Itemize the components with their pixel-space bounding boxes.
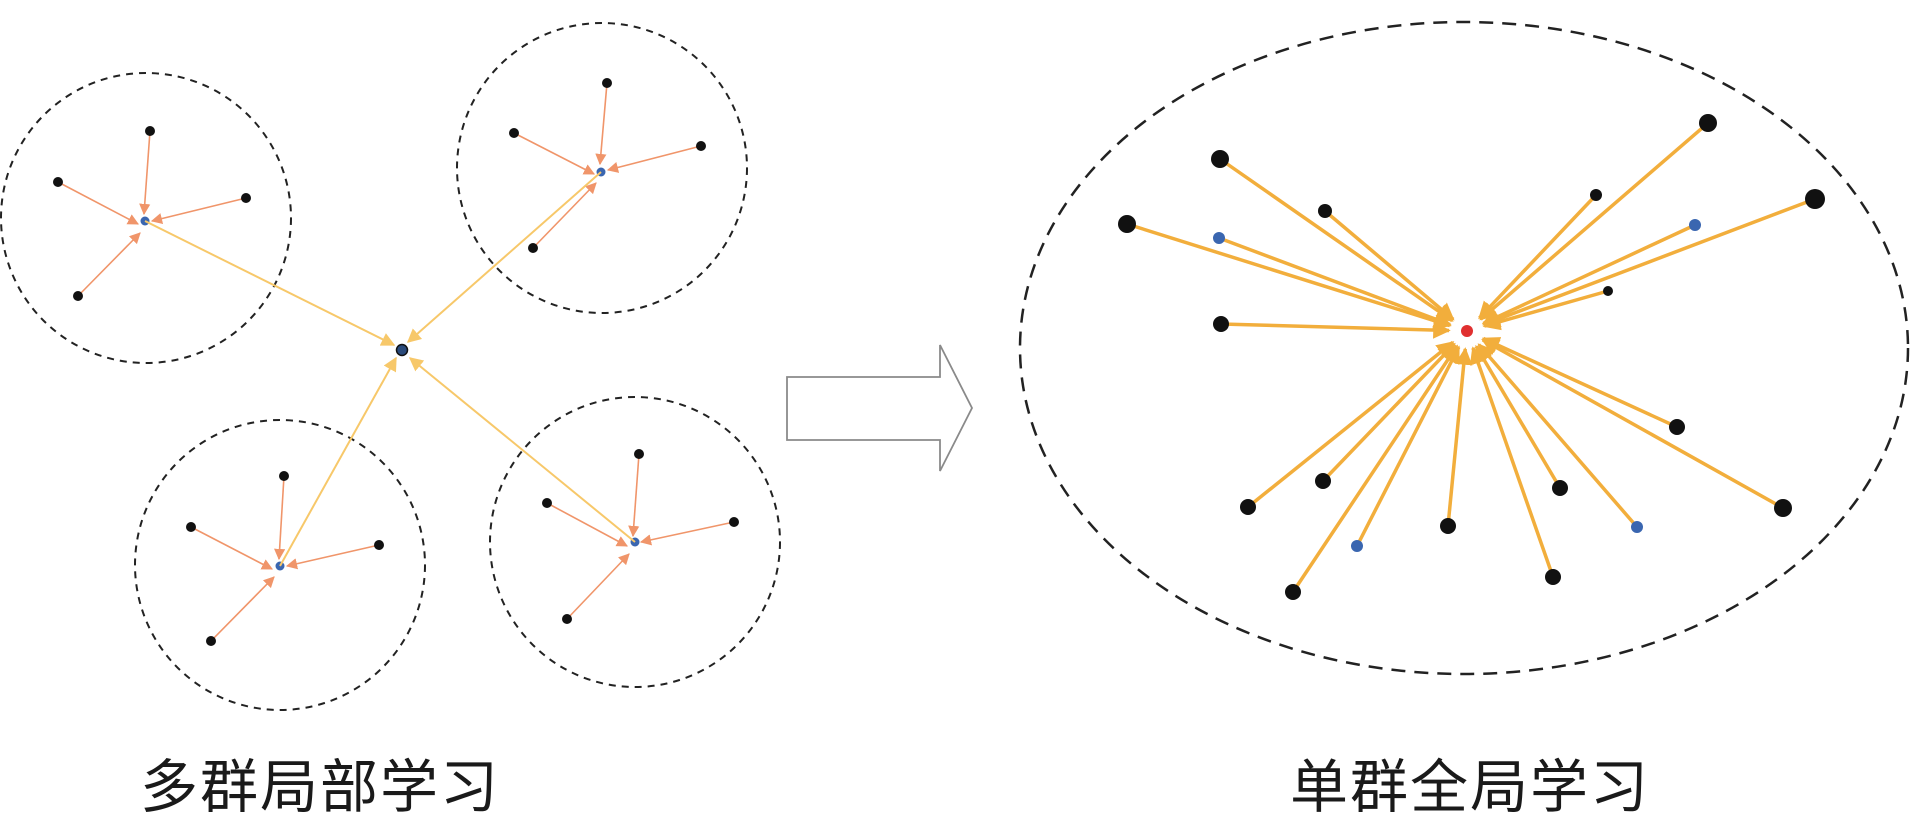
global-arrow (1478, 193, 1598, 320)
global-arrow (1477, 343, 1639, 529)
particle-node (1590, 189, 1602, 201)
particle-node (279, 471, 289, 481)
particle-node (145, 126, 155, 136)
particle-node (1699, 114, 1717, 132)
local-arrow (77, 232, 141, 297)
single-swarm-caption: 单群全局学习 (1289, 753, 1650, 821)
global-arrow (1355, 345, 1461, 547)
particle-node (634, 449, 644, 459)
local-best-node (1213, 232, 1225, 244)
local-best-node (1689, 219, 1701, 231)
local-arrow (285, 544, 380, 570)
particle-node (1552, 480, 1568, 496)
global-arrow (1220, 321, 1451, 339)
global-arrow (1474, 344, 1562, 489)
particle-node (186, 522, 196, 532)
particle-node (1315, 473, 1331, 489)
swarm-boundary (456, 22, 748, 314)
global-arrow (1482, 197, 1816, 328)
local-arrow (150, 197, 247, 225)
local-arrow (628, 453, 640, 538)
particle-node (1805, 189, 1825, 209)
local-arrow (274, 475, 286, 561)
particle-node (206, 636, 216, 646)
global-arrow (1481, 336, 1678, 429)
particle-node (1240, 499, 1256, 515)
global-arrow (144, 220, 396, 346)
particle-node (509, 128, 519, 138)
particle-node (729, 517, 739, 527)
transition-arrow (786, 344, 974, 472)
particle-node (374, 540, 384, 550)
global-arrow (1323, 209, 1455, 321)
global-arrow (408, 357, 636, 543)
particle-node (1318, 204, 1332, 218)
local-arrow (566, 553, 630, 620)
particle-node (1213, 316, 1229, 332)
global-arrow (279, 356, 397, 567)
global-arrow (1126, 222, 1452, 330)
local-arrow (606, 145, 702, 173)
global-arrow (1481, 223, 1696, 325)
local-arrow (513, 132, 595, 175)
particle-node (542, 498, 552, 508)
local-best-node (1631, 521, 1643, 533)
global-arrow (1481, 338, 1784, 510)
swarm-cluster-2 (456, 22, 748, 314)
single-swarm-nodes (1118, 114, 1825, 600)
particle-node (73, 291, 83, 301)
local-arrow (546, 502, 628, 547)
particle-node (1118, 215, 1136, 233)
particle-node (1545, 569, 1561, 585)
swarm-boundary (489, 396, 781, 688)
particle-node (1440, 518, 1456, 534)
global-arrow (1479, 121, 1710, 321)
particle-node (528, 243, 538, 253)
local-arrow (210, 576, 275, 642)
global-arrow (1321, 342, 1456, 483)
local-arrow (57, 181, 139, 225)
particle-node (241, 193, 251, 203)
particle-node (1603, 286, 1613, 296)
global-arrow (1446, 347, 1473, 527)
local-arrow (595, 82, 608, 166)
global-arrows (144, 171, 636, 567)
global-arrow (406, 171, 602, 343)
swarm-boundary (1018, 20, 1910, 676)
multi-swarm-caption: 多群局部学习 (139, 753, 500, 821)
local-arrow (139, 130, 151, 216)
global-arrow (1291, 344, 1459, 593)
swarm-boundary (0, 72, 292, 364)
particle-node (1285, 584, 1301, 600)
particle-node (696, 141, 706, 151)
global-arrow (1218, 157, 1454, 323)
single-swarm-arrows (1126, 121, 1816, 593)
particle-node (562, 614, 572, 624)
global-arrow (1218, 236, 1452, 328)
particle-node (1211, 150, 1229, 168)
swarm-boundary (134, 419, 426, 711)
local-arrow (532, 182, 597, 249)
global-arrow (1482, 289, 1609, 331)
single-swarm-panel (1018, 20, 1910, 676)
particle-node (602, 78, 612, 88)
swarm-cluster-1 (0, 72, 292, 364)
multi-swarm-panel (0, 22, 781, 711)
global-best-node (395, 343, 409, 357)
global-arrow (1246, 340, 1455, 509)
particle-node (1669, 419, 1685, 435)
local-arrow (639, 521, 735, 546)
local-arrow (190, 526, 273, 570)
particle-node (53, 177, 63, 187)
global-best-node (1461, 325, 1473, 337)
global-arrow (1469, 346, 1555, 578)
swarm-cluster-3 (134, 419, 426, 711)
particle-node (1774, 499, 1792, 517)
local-best-node (1351, 540, 1363, 552)
